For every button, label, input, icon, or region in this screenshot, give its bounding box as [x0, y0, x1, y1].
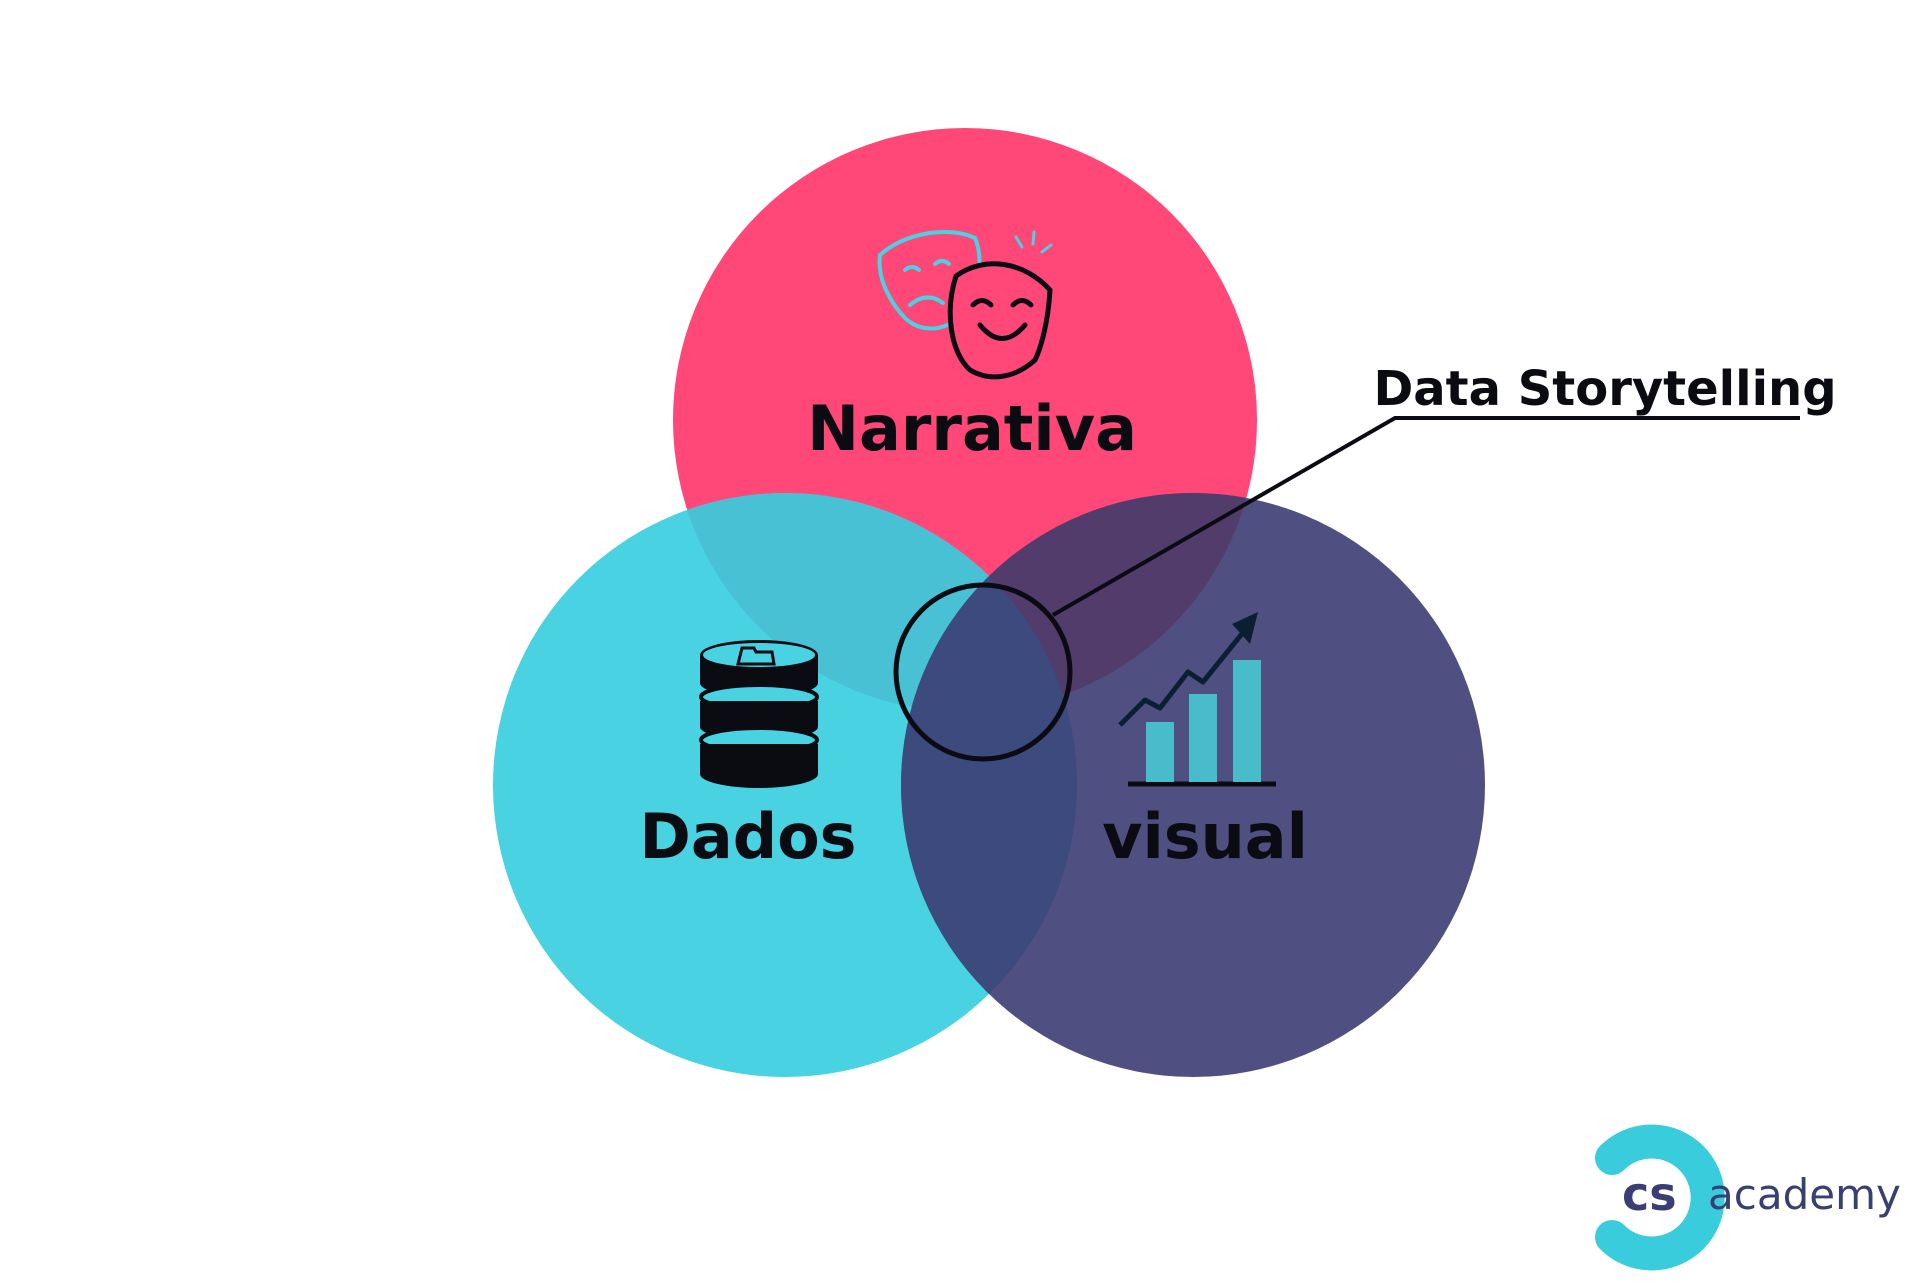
data-storytelling-callout: Data Storytelling — [893, 361, 1837, 762]
overlap-narrativa-visual — [901, 493, 1257, 712]
callout-leader-line — [1052, 416, 1800, 617]
logo-academy-text: academy — [1708, 1170, 1901, 1219]
cs-academy-logo: cs academy — [1595, 1124, 1901, 1271]
callout-label: Data Storytelling — [1373, 361, 1836, 417]
database-icon — [699, 640, 819, 788]
logo-cs-text: cs — [1622, 1167, 1677, 1221]
growth-chart-icon — [1118, 612, 1276, 787]
dados-label: Dados — [639, 800, 856, 873]
narrativa-label: Narrativa — [807, 392, 1137, 465]
visual-label: visual — [1102, 800, 1308, 873]
theater-masks-icon — [877, 230, 1053, 380]
center-intersection-ring — [893, 582, 1073, 762]
logo-c-mark — [1595, 1124, 1725, 1271]
overlap-narrativa-dados — [673, 493, 1077, 712]
